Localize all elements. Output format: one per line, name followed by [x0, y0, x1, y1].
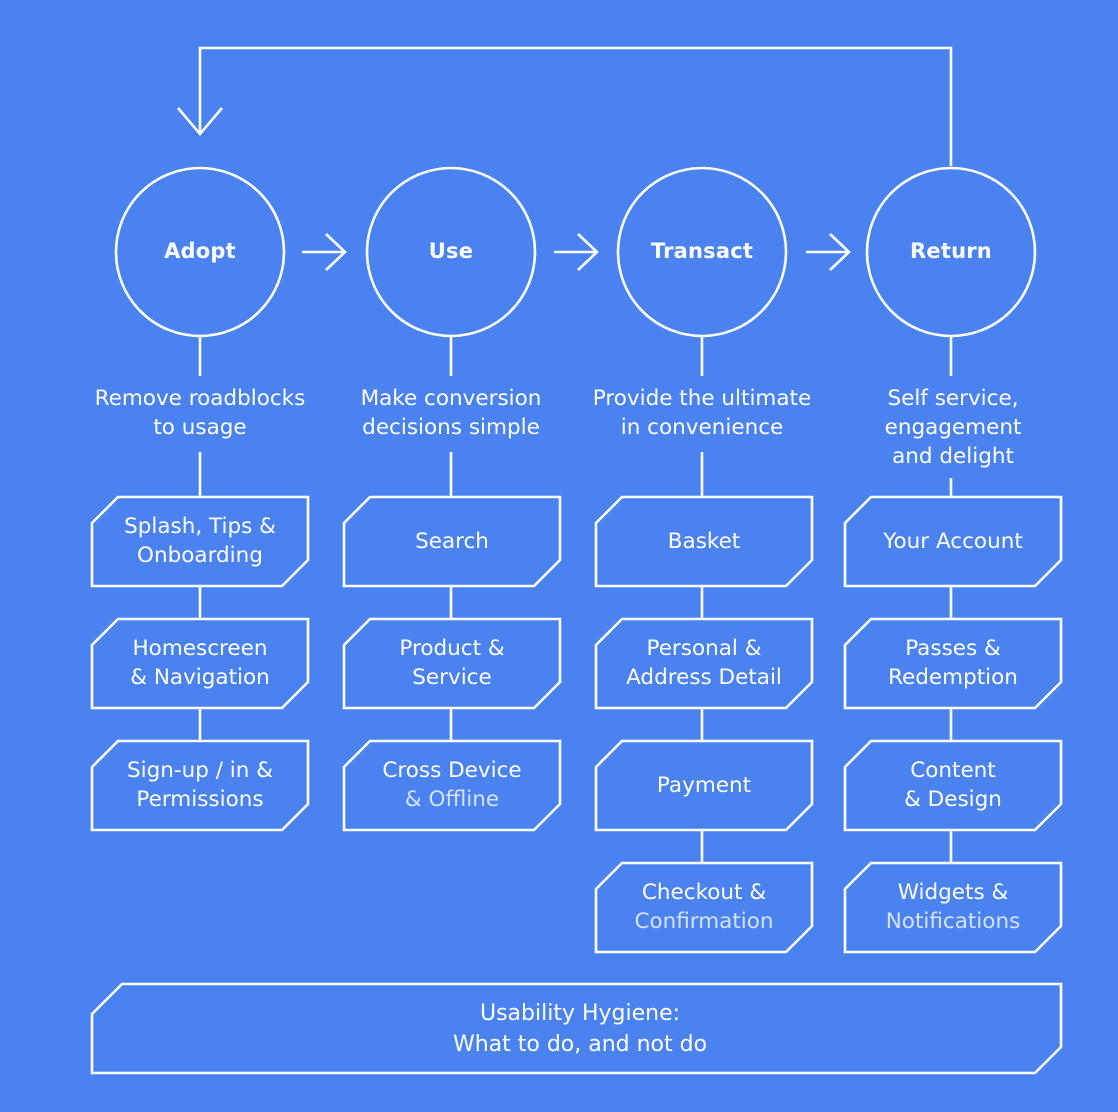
caption-adopt-line2: to usage — [153, 415, 247, 440]
node-return-3-label: Content & Design — [843, 756, 1063, 814]
footer-line2: What to do, and not do — [452, 1032, 708, 1057]
node-return-4-line2: Notifications — [885, 909, 1021, 934]
stage-label-transact[interactable]: Transact — [650, 239, 754, 263]
node-transact-4-label: Checkout & Confirmation — [594, 878, 814, 936]
node-adopt-1-line2: Onboarding — [137, 543, 263, 568]
caption-transact-line2: in convenience — [620, 415, 784, 440]
node-use-3-line1: Cross Device — [382, 758, 522, 783]
node-return-2-line2: Redemption — [888, 665, 1018, 690]
node-return-3-line2: & Design — [904, 787, 1002, 812]
node-use-1-line1: Search — [415, 529, 489, 554]
arrow-right-icon-2 — [554, 233, 599, 271]
stage-label-adopt[interactable]: Adopt — [164, 239, 236, 263]
node-return-3-line1: Content — [910, 758, 996, 783]
footer-label: Usability Hygiene: What to do, and not d… — [90, 998, 1070, 1060]
node-adopt-2-line2: & Navigation — [130, 665, 270, 690]
caption-adopt-line1: Remove roadblocks — [94, 386, 306, 411]
node-adopt-2-line1: Homescreen — [132, 636, 268, 661]
node-use-3-line2: & Offline — [404, 787, 500, 812]
node-return-2-line1: Passes & — [905, 636, 1001, 661]
node-transact-2-label: Personal & Address Detail — [594, 634, 814, 692]
node-adopt-3-line2: Permissions — [136, 787, 264, 812]
caption-return-line1: Self service, — [887, 386, 1019, 411]
node-use-3-label: Cross Device & Offline — [342, 756, 562, 814]
node-transact-4-line2: Confirmation — [634, 909, 774, 934]
stage-label-use[interactable]: Use — [428, 239, 474, 263]
node-adopt-3-line1: Sign-up / in & — [126, 758, 274, 783]
caption-transact-line1: Provide the ultimate — [592, 386, 812, 411]
arrow-right-icon-3 — [806, 233, 851, 271]
caption-return-line3: and delight — [892, 444, 1014, 469]
node-adopt-1-label: Splash, Tips & Onboarding — [90, 512, 310, 570]
node-return-4-line1: Widgets & — [897, 880, 1009, 905]
node-return-2-label: Passes & Redemption — [843, 634, 1063, 692]
node-return-1-line1: Your Account — [883, 529, 1023, 554]
node-return-4-label: Widgets & Notifications — [843, 878, 1063, 936]
node-adopt-3-label: Sign-up / in & Permissions — [90, 756, 310, 814]
node-use-2-label: Product & Service — [342, 634, 562, 692]
caption-transact: Provide the ultimate in convenience — [587, 384, 817, 442]
node-transact-4-line1: Checkout & — [641, 880, 767, 905]
node-use-2-line2: Service — [412, 665, 492, 690]
caption-adopt: Remove roadblocks to usage — [85, 384, 315, 442]
node-transact-2-line2: Address Detail — [626, 665, 782, 690]
node-transact-2-line1: Personal & — [646, 636, 762, 661]
node-adopt-1-line1: Splash, Tips & — [124, 514, 276, 539]
node-transact-3-line1: Payment — [656, 773, 752, 798]
node-return-1-label: Your Account — [843, 527, 1063, 556]
node-use-1-label: Search — [342, 527, 562, 556]
loop-back-arrow-icon — [177, 46, 953, 166]
node-transact-1-line1: Basket — [667, 529, 741, 554]
node-adopt-2-label: Homescreen & Navigation — [90, 634, 310, 692]
node-use-2-line1: Product & — [399, 636, 505, 661]
node-transact-1-label: Basket — [594, 527, 814, 556]
caption-use: Make conversion decisions simple — [336, 384, 566, 442]
stage-label-return[interactable]: Return — [910, 239, 992, 263]
caption-return: Self service, engagement and delight — [838, 384, 1068, 471]
caption-return-line2: engagement — [884, 415, 1022, 440]
node-transact-3-label: Payment — [594, 771, 814, 800]
footer-line1: Usability Hygiene: — [479, 1001, 681, 1026]
arrow-right-icon-1 — [302, 233, 347, 271]
caption-use-line1: Make conversion — [360, 386, 542, 411]
caption-use-line2: decisions simple — [362, 415, 540, 440]
